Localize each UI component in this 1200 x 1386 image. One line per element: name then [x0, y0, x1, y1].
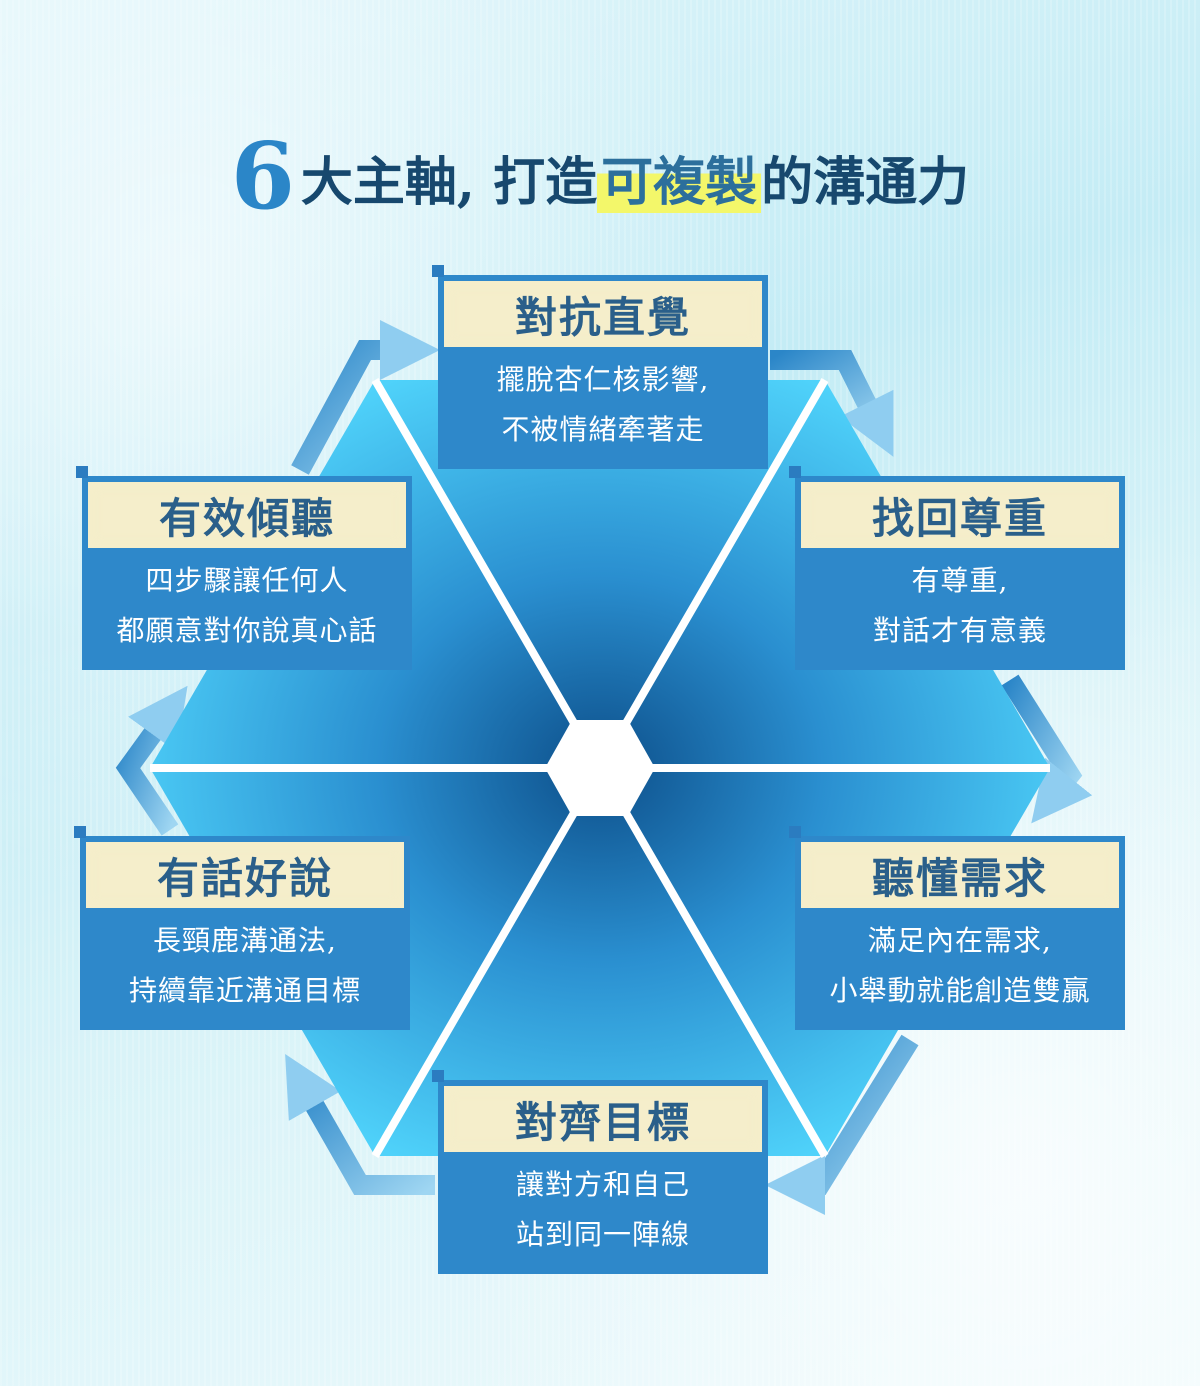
arrow-bottomright	[765, 1034, 919, 1215]
node-heading: 有話好說	[86, 842, 404, 908]
node-line: 對話才有意義	[872, 614, 1047, 647]
node-heading: 對抗直覺	[444, 281, 762, 347]
title-part1: 大主軸, 打造	[300, 152, 598, 213]
node-line: 站到同一陣線	[515, 1218, 690, 1251]
node-lower-left: 有話好說 長頸鹿溝通法, 持續靠近溝通目標	[74, 826, 410, 1030]
node-lower-right: 聽懂需求 滿足內在需求, 小舉動就能創造雙贏	[789, 826, 1125, 1030]
node-line: 讓對方和自己	[515, 1168, 690, 1201]
arrow-right	[1001, 674, 1093, 824]
node-line: 四步驟讓任何人	[145, 564, 349, 597]
node-line: 長頸鹿溝通法,	[153, 924, 337, 957]
corner-marker	[789, 826, 801, 838]
arrow-left	[115, 685, 188, 836]
title-number: 6	[230, 122, 295, 230]
node-heading: 有效傾聽	[88, 482, 406, 548]
corner-marker	[432, 265, 444, 277]
corner-marker	[432, 1070, 444, 1082]
node-line: 小舉動就能創造雙贏	[829, 974, 1091, 1007]
node-top: 對抗直覺 擺脫杏仁核影響, 不被情緒牽著走	[432, 265, 768, 469]
arrow-topleft	[291, 320, 440, 475]
node-line: 擺脫杏仁核影響,	[496, 363, 710, 396]
title-highlight: 可複製	[597, 152, 762, 213]
corner-marker	[789, 466, 801, 478]
corner-marker	[74, 826, 86, 838]
cycle-arrows	[115, 320, 1093, 1215]
node-heading: 對齊目標	[444, 1086, 762, 1152]
node-bottom: 對齊目標 讓對方和自己站到同一陣線	[432, 1070, 768, 1274]
corner-marker	[76, 466, 88, 478]
node-heading: 聽懂需求	[801, 842, 1119, 908]
node-heading: 找回尊重	[801, 482, 1119, 548]
node-upper-left: 有效傾聽 四步驟讓任何人都願意對你說真心話	[76, 466, 412, 670]
arrow-topright	[770, 350, 894, 457]
node-line: 持續靠近溝通目標	[128, 974, 361, 1007]
divider-lines	[150, 377, 1050, 1159]
node-line: 有尊重,	[911, 564, 1009, 597]
arrow-bottomleft	[285, 1053, 435, 1195]
title-part2: 的溝通力	[761, 152, 970, 213]
node-line: 不被情緒牽著走	[501, 413, 705, 446]
node-line: 都願意對你說真心話	[116, 614, 378, 647]
node-upper-right: 找回尊重 有尊重, 對話才有意義	[789, 466, 1125, 670]
center-hexagon	[545, 720, 655, 816]
node-line: 滿足內在需求,	[868, 924, 1052, 957]
